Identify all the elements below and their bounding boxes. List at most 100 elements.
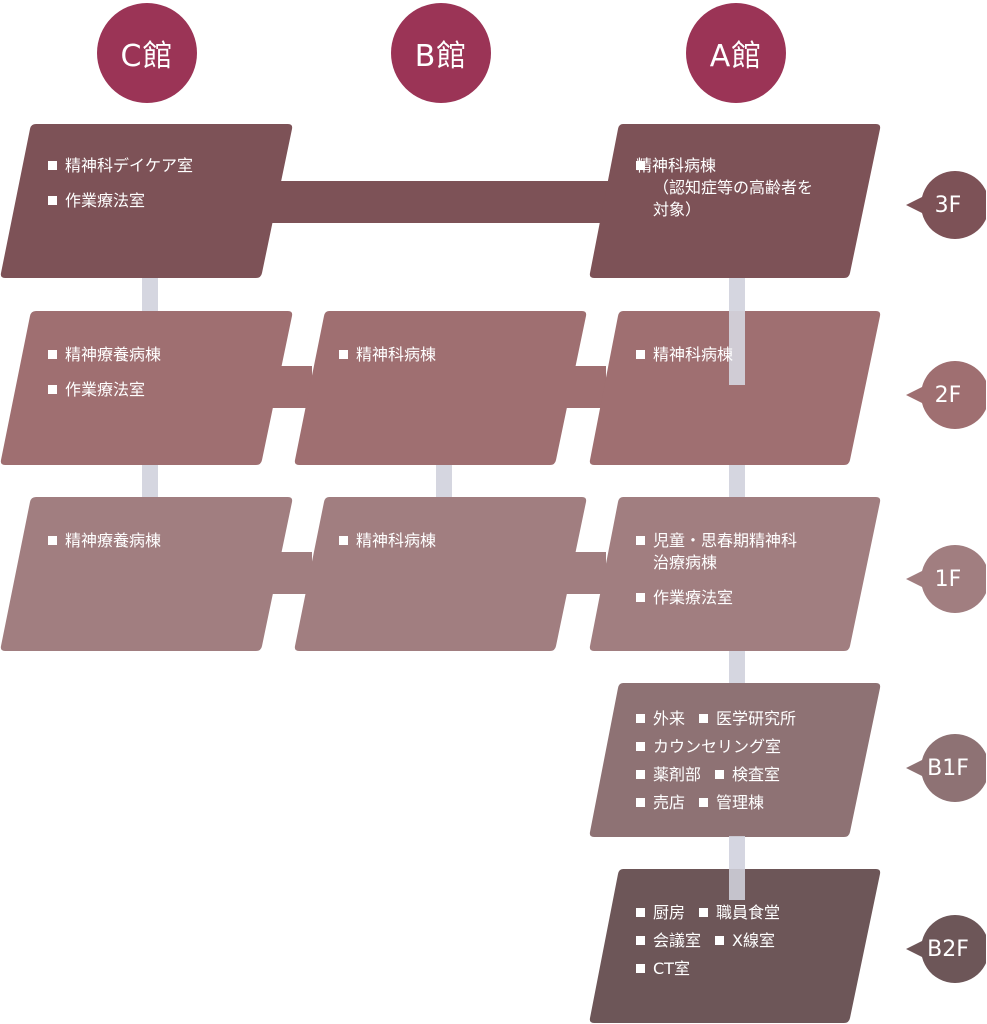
bullet-square-icon	[339, 350, 348, 359]
room-label: 児童・思春期精神科 治療病棟	[653, 531, 798, 572]
floor-1f-a-block	[589, 497, 881, 651]
room-label: 職員食堂	[716, 903, 781, 922]
room-label: 外来	[653, 709, 686, 728]
bullet-square-icon	[699, 714, 709, 723]
floor-label-3f: 3F	[934, 192, 962, 218]
room-item: 精神療養病棟	[48, 530, 161, 552]
bullet-square-icon	[699, 908, 709, 917]
room-item: CT室	[636, 958, 690, 980]
room-item: 児童・思春期精神科 治療病棟	[636, 530, 797, 574]
room-label: 精神科病棟	[356, 345, 437, 364]
bullet-square-icon	[636, 964, 645, 973]
room-label: 精神科病棟	[356, 531, 437, 550]
room-row: 薬剤部 検査室	[636, 764, 810, 786]
floor-3f-bridge	[270, 181, 610, 223]
floor-1f-b-block	[294, 497, 587, 651]
room-label: 医学研究所	[716, 709, 797, 728]
bullet-square-icon	[636, 770, 645, 779]
floor-tag-1f: 1F	[906, 545, 986, 613]
room-item: X線室	[715, 930, 775, 952]
bullet-square-icon	[48, 385, 57, 394]
room-row: 売店 管理棟	[636, 792, 810, 814]
building-a-badge: A館	[686, 3, 786, 103]
room-label: 検査室	[732, 765, 781, 784]
room-item: 薬剤部	[636, 764, 701, 786]
room-label: 売店	[653, 793, 686, 812]
floor-label-b2f: B2F	[927, 936, 969, 962]
floor-1f-band	[0, 497, 881, 651]
room-row: 会議室 X線室	[636, 930, 794, 952]
room-item: 精神科病棟 （認知症等の高齢者を 対象）	[636, 155, 813, 221]
room-item: 職員食堂	[699, 902, 780, 924]
room-label: 管理棟	[716, 793, 765, 812]
floor-2f-c-block	[0, 311, 293, 465]
room-label: 作業療法室	[65, 380, 146, 399]
room-item: 厨房	[636, 902, 685, 924]
floor-b2f-a-block	[589, 869, 881, 1023]
bullet-square-icon	[48, 196, 57, 205]
floor-1f-bridge-cb	[272, 552, 312, 594]
room-row: 外来 医学研究所	[636, 708, 810, 730]
floor-2f-band	[0, 311, 881, 465]
floor-1f-c-block	[0, 497, 293, 651]
room-label: 会議室	[653, 931, 702, 950]
floor-tag-2f: 2F	[906, 361, 986, 429]
room-label: 作業療法室	[65, 191, 146, 210]
building-b-badge: B館	[391, 3, 491, 103]
bullet-square-icon	[699, 798, 709, 807]
bullet-square-icon	[636, 714, 645, 723]
room-label: 精神科病棟 （認知症等の高齢者を 対象）	[636, 156, 814, 219]
floor-tag-3f: 3F	[906, 171, 986, 239]
bullet-square-icon	[636, 742, 645, 751]
rooms-2f-b: 精神科病棟	[339, 344, 436, 379]
connector-a-1f-b1	[729, 648, 745, 688]
connector-a-3f-2f-overlay	[729, 280, 745, 385]
rooms-2f-c: 精神療養病棟 作業療法室	[48, 344, 161, 414]
floor-label-b1f: B1F	[927, 755, 969, 781]
bullet-square-icon	[48, 161, 57, 170]
room-row: 厨房 職員食堂	[636, 902, 794, 924]
room-label: 精神療養病棟	[65, 531, 162, 550]
bullet-square-icon	[339, 536, 348, 545]
connector-c-3f-2f	[142, 275, 158, 315]
room-item: 精神科病棟	[339, 344, 436, 366]
room-item: 管理棟	[699, 792, 764, 814]
room-label: 薬剤部	[653, 765, 702, 784]
floor-2f-b-block	[294, 311, 587, 465]
room-label: 精神療養病棟	[65, 345, 162, 364]
floor-2f-bridge-ba	[566, 366, 606, 408]
rooms-1f-c: 精神療養病棟	[48, 530, 161, 565]
room-item: 作業療法室	[636, 587, 797, 609]
floor-tag-b2f: B2F	[906, 915, 986, 983]
room-label: X線室	[732, 931, 775, 950]
floor-tag-b1f: B1F	[906, 734, 986, 802]
bullet-square-icon	[48, 536, 57, 545]
room-item: 作業療法室	[48, 379, 161, 401]
room-item: 精神科病棟	[339, 530, 436, 552]
room-label: CT室	[653, 959, 690, 978]
building-c-label: C館	[120, 39, 174, 74]
room-item: 外来	[636, 708, 685, 730]
room-item: 精神療養病棟	[48, 344, 161, 366]
bullet-square-icon	[715, 770, 725, 779]
building-b-label: B館	[414, 39, 468, 74]
floor-label-1f: 1F	[934, 566, 962, 592]
bullet-square-icon	[636, 536, 645, 545]
bullet-square-icon	[636, 936, 645, 945]
rooms-2f-a: 精神科病棟	[636, 344, 733, 379]
room-label: 精神科デイケア室	[65, 156, 194, 175]
bullet-square-icon	[636, 350, 645, 359]
floor-3f-c-block	[0, 124, 293, 278]
room-item: 精神科病棟	[636, 344, 733, 366]
room-row: CT室	[636, 958, 794, 980]
floor-3f-band	[0, 124, 881, 278]
room-item: 会議室	[636, 930, 701, 952]
bullet-square-icon	[636, 798, 645, 807]
floor-1f-bridge-ba	[566, 552, 606, 594]
room-item: 作業療法室	[48, 190, 193, 212]
connector-b2-overlay	[729, 836, 745, 900]
room-label: 作業療法室	[653, 588, 734, 607]
rooms-3f-a: 精神科病棟 （認知症等の高齢者を 対象）	[636, 155, 813, 234]
room-item: 医学研究所	[699, 708, 796, 730]
